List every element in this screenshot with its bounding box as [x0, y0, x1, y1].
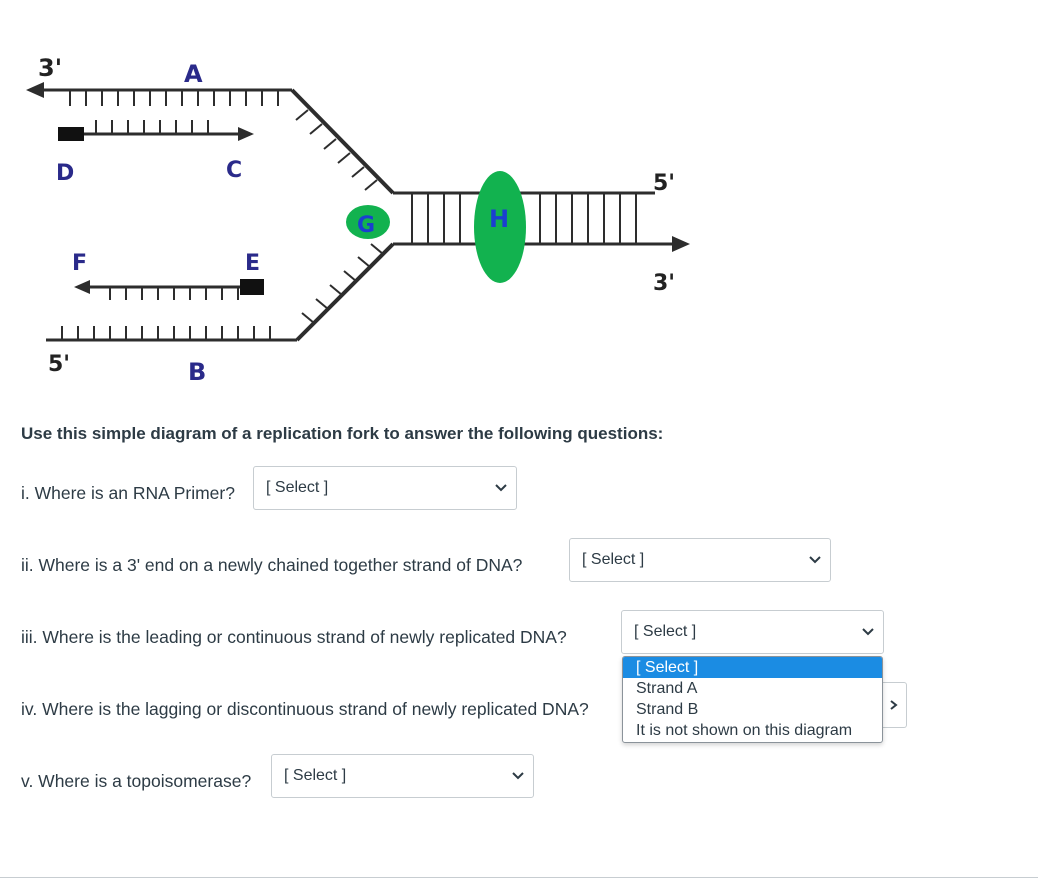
label-b: B	[188, 358, 206, 386]
enzyme-g-icon	[346, 205, 390, 239]
chevron-down-icon	[862, 628, 874, 636]
label-f: F	[72, 251, 87, 276]
question-1-text: i. Where is an RNA Primer?	[21, 483, 235, 503]
question-3-text: iii. Where is the leading or continuous …	[21, 627, 567, 647]
question-2-selected-value: [ Select ]	[582, 551, 645, 568]
question-2-select[interactable]: [ Select ]	[569, 538, 831, 582]
question-1-select[interactable]: [ Select ]	[253, 466, 517, 510]
replication-fork-diagram: 3' A D C 5' G H F E 3' 5' B	[26, 54, 690, 386]
chevron-down-icon	[495, 484, 507, 492]
question-2-text: ii. Where is a 3' end on a newly chained…	[21, 555, 523, 575]
label-e: E	[245, 251, 260, 276]
strand-a-arrowhead	[26, 82, 44, 98]
chevron-down-icon	[512, 772, 524, 780]
dropdown-options-list[interactable]: [ Select ] Strand A Strand B It is not s…	[622, 656, 883, 743]
label-3prime-right: 3'	[653, 271, 675, 296]
dropdown-option-strand-b[interactable]: Strand B	[636, 701, 699, 718]
chevron-right-icon	[890, 700, 898, 710]
dropdown-option-select[interactable]: [ Select ]	[623, 657, 882, 678]
label-5prime-right: 5'	[653, 171, 675, 196]
question-5-select[interactable]: [ Select ]	[271, 754, 534, 798]
label-5prime-bottom: 5'	[48, 352, 70, 377]
bottom-divider	[0, 877, 1038, 878]
question-3-select[interactable]: [ Select ]	[621, 610, 884, 654]
label-c: C	[226, 158, 242, 183]
question-1-selected-value: [ Select ]	[266, 479, 329, 496]
question-4-select[interactable]	[882, 682, 907, 728]
enzyme-h-icon	[474, 171, 526, 283]
question-5-selected-value: [ Select ]	[284, 767, 347, 784]
question-3-selected-value: [ Select ]	[634, 623, 697, 640]
label-a: A	[184, 60, 203, 88]
strand-c-arrowhead	[238, 127, 254, 141]
chevron-down-icon	[809, 556, 821, 564]
label-g: G	[357, 213, 375, 238]
intro-text: Use this simple diagram of a replication…	[21, 424, 664, 443]
label-d: D	[56, 161, 74, 186]
question-4-text: iv. Where is the lagging or discontinuou…	[21, 699, 589, 719]
duplex-bottom-arrowhead	[672, 236, 690, 252]
label-3prime-top: 3'	[38, 54, 62, 82]
dropdown-option-not-shown[interactable]: It is not shown on this diagram	[636, 722, 853, 739]
primer-d	[58, 127, 84, 141]
primer-e	[240, 279, 264, 295]
strand-f-arrowhead	[74, 280, 90, 294]
dropdown-option-strand-a[interactable]: Strand A	[636, 680, 698, 697]
label-h: H	[489, 205, 509, 233]
question-5-text: v. Where is a topoisomerase?	[21, 771, 252, 791]
